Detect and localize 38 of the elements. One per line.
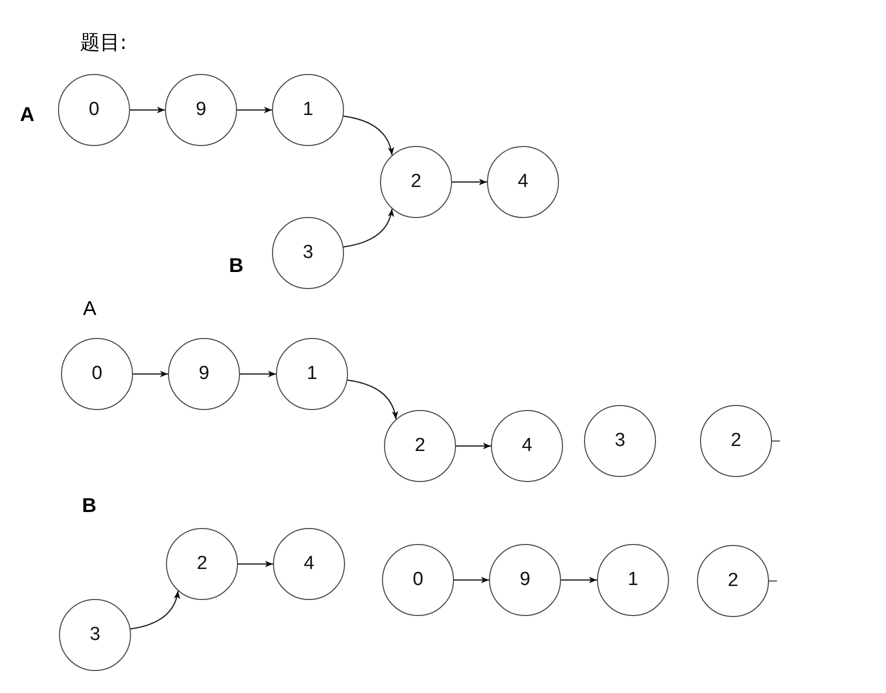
list-node-circle: 4 [487, 146, 559, 218]
arrow [343, 208, 394, 248]
list-node-circle: 9 [165, 74, 237, 146]
list-node-circle: 3 [584, 405, 656, 477]
list-node-circle: 2 [380, 146, 452, 218]
arrow [238, 560, 273, 568]
list-node-circle: 0 [58, 74, 130, 146]
list-node-circle: 4 [273, 528, 345, 600]
section-label: B [82, 495, 96, 518]
arrow [240, 370, 276, 378]
arrow [454, 576, 489, 584]
list-node-circle: 3 [272, 217, 344, 289]
list-node-circle: 4 [491, 410, 563, 482]
list-node-circle: 2 [700, 405, 772, 477]
arrow [133, 370, 168, 378]
arrow [452, 178, 487, 186]
section-label: B [229, 255, 244, 278]
arrow [347, 380, 398, 420]
section-label: A [83, 298, 96, 321]
list-node-circle: 9 [168, 338, 240, 410]
arrow [130, 590, 180, 630]
list-node-circle: 3 [59, 599, 131, 671]
arrow [456, 442, 491, 450]
list-node-circle: 2 [384, 410, 456, 482]
list-node-circle: 0 [382, 544, 454, 616]
arrow [237, 106, 272, 114]
list-node-circle: 2 [166, 528, 238, 600]
list-node-circle: 9 [489, 544, 561, 616]
title: 题目: [80, 29, 127, 56]
list-node-circle: 1 [272, 74, 344, 146]
section-label: A [20, 104, 34, 127]
arrow [130, 106, 165, 114]
list-node-circle: 1 [276, 338, 348, 410]
list-node-circle: 0 [61, 338, 133, 410]
list-node-circle: 2 [697, 545, 769, 617]
arrow [343, 116, 394, 156]
arrow [561, 576, 597, 584]
list-node-circle: 1 [597, 544, 669, 616]
